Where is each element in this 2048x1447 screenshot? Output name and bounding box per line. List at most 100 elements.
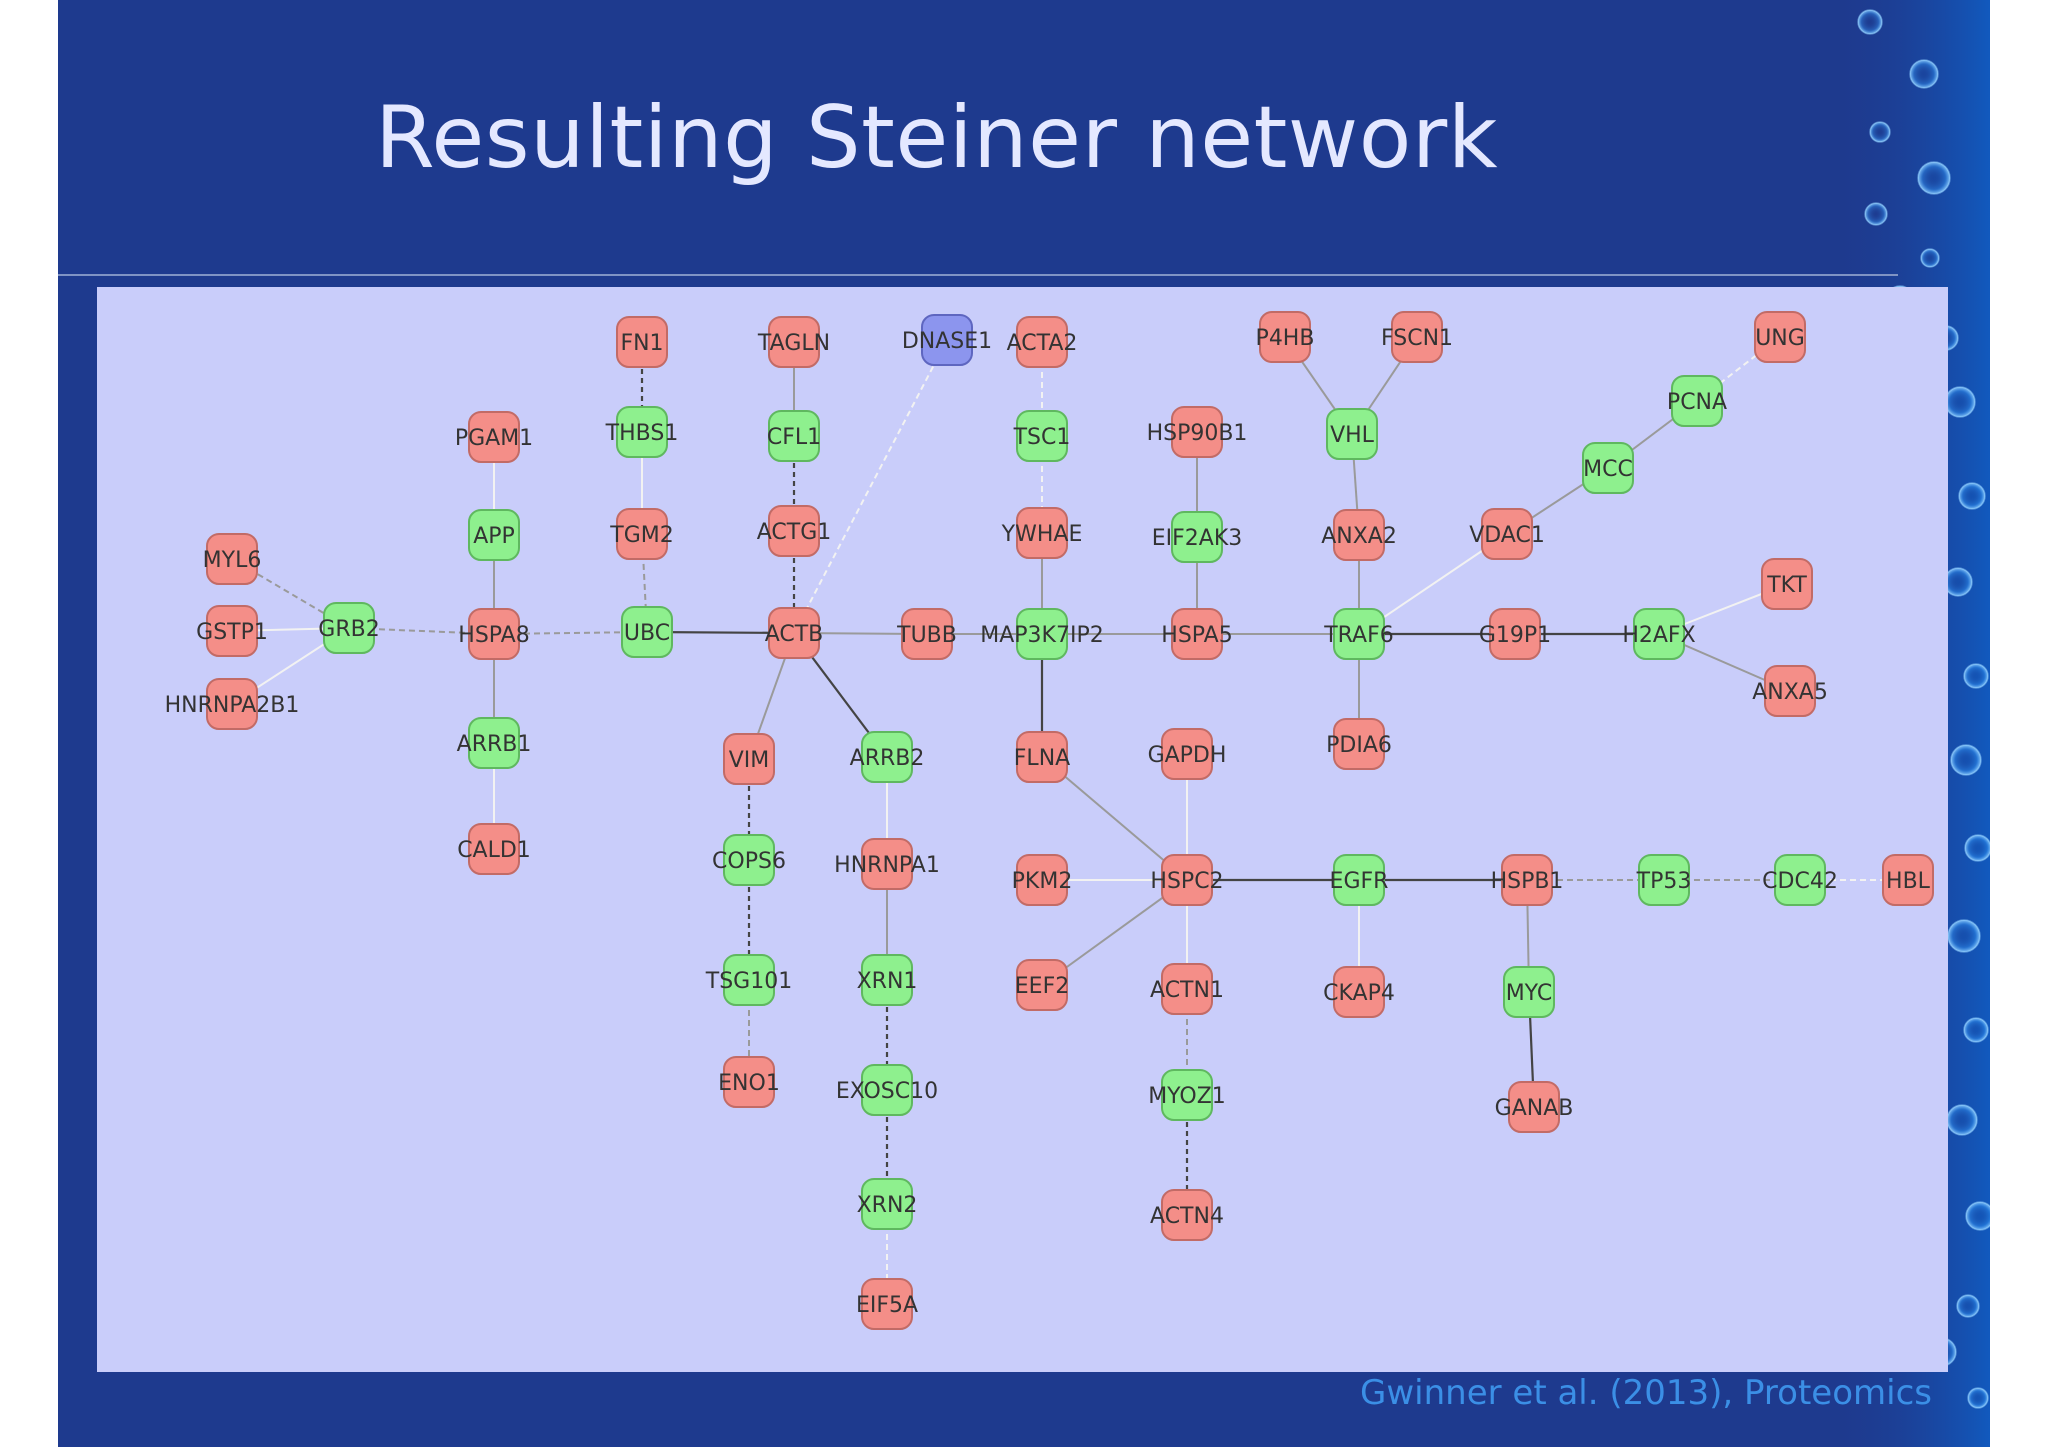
- node-box: [1391, 311, 1443, 363]
- node-box: [1016, 507, 1068, 559]
- node-label: HSPA5: [1161, 623, 1232, 648]
- node-gapdh[interactable]: GAPDH: [1148, 728, 1227, 780]
- bubble: [1963, 1017, 1989, 1043]
- node-label: G19P1: [1479, 623, 1551, 648]
- node-hspa5[interactable]: HSPA5: [1161, 608, 1233, 660]
- node-cfl1[interactable]: CFL1: [767, 410, 821, 462]
- node-hspb1[interactable]: HSPB1: [1491, 854, 1564, 906]
- node-fscn1[interactable]: FSCN1: [1381, 311, 1453, 363]
- node-box: [1754, 311, 1806, 363]
- node-traf6[interactable]: TRAF6: [1323, 608, 1394, 660]
- edge-ung-pcna: [1696, 336, 1781, 402]
- citation: Gwinner et al. (2013), Proteomics: [1360, 1373, 1932, 1413]
- node-label: TSG101: [705, 969, 792, 994]
- node-box: [723, 1056, 775, 1108]
- node-label: GAPDH: [1148, 743, 1227, 768]
- node-tkt[interactable]: TKT: [1761, 558, 1813, 610]
- node-eno1[interactable]: ENO1: [718, 1056, 780, 1108]
- node-pgam1[interactable]: PGAM1: [455, 411, 533, 463]
- node-box: [468, 717, 520, 769]
- edge-dnase1-actb: [793, 339, 948, 634]
- node-ywhae[interactable]: YWHAE: [1001, 507, 1083, 559]
- node-ckap4[interactable]: CKAP4: [1323, 966, 1395, 1018]
- node-hbl[interactable]: HBL: [1882, 854, 1934, 906]
- node-box: [768, 505, 820, 557]
- node-hsp90b1[interactable]: HSP90B1: [1147, 406, 1248, 458]
- node-actb[interactable]: ACTB: [765, 607, 824, 659]
- node-pcna[interactable]: PCNA: [1667, 375, 1727, 427]
- node-g19p1[interactable]: G19P1: [1479, 608, 1551, 660]
- node-ung[interactable]: UNG: [1754, 311, 1806, 363]
- node-cdc42[interactable]: CDC42: [1762, 854, 1838, 906]
- node-eef2[interactable]: EEF2: [1015, 959, 1069, 1011]
- node-cops6[interactable]: COPS6: [712, 834, 786, 886]
- node-box: [723, 954, 775, 1006]
- node-anxa2[interactable]: ANXA2: [1321, 509, 1397, 561]
- bubble: [1964, 834, 1990, 862]
- node-hnrnpa1[interactable]: HNRNPA1: [834, 838, 940, 890]
- node-fn1[interactable]: FN1: [616, 316, 668, 368]
- node-ganab[interactable]: GANAB: [1495, 1081, 1574, 1133]
- node-tsg101[interactable]: TSG101: [705, 954, 792, 1006]
- node-tgm2[interactable]: TGM2: [609, 508, 674, 560]
- node-thbs1[interactable]: THBS1: [605, 406, 679, 458]
- node-tagln[interactable]: TAGLN: [757, 316, 830, 368]
- node-box: [861, 731, 913, 783]
- node-box: [861, 1278, 913, 1330]
- node-map3k7ip2[interactable]: MAP3K7IP2: [980, 608, 1104, 660]
- node-exosc10[interactable]: EXOSC10: [836, 1064, 938, 1116]
- bubble: [1967, 1387, 1989, 1409]
- node-myl6[interactable]: MYL6: [203, 533, 262, 585]
- node-h2afx[interactable]: H2AFX: [1622, 608, 1696, 660]
- node-myc[interactable]: MYC: [1503, 966, 1555, 1018]
- node-arrb2[interactable]: ARRB2: [850, 731, 925, 783]
- node-label: VIM: [729, 748, 770, 773]
- node-box: [1489, 608, 1541, 660]
- node-box: [1501, 854, 1553, 906]
- node-p4hb[interactable]: P4HB: [1256, 311, 1315, 363]
- node-flna[interactable]: FLNA: [1014, 731, 1070, 783]
- node-hnrnpa2b1[interactable]: HNRNPA2B1: [165, 678, 300, 730]
- node-hspa8[interactable]: HSPA8: [458, 608, 530, 660]
- node-arrb1[interactable]: ARRB1: [457, 717, 532, 769]
- node-tsc1[interactable]: TSC1: [1013, 410, 1071, 462]
- node-eif5a[interactable]: EIF5A: [856, 1278, 918, 1330]
- node-hspc2[interactable]: HSPC2: [1150, 854, 1224, 906]
- node-pdia6[interactable]: PDIA6: [1326, 718, 1392, 770]
- node-egfr[interactable]: EGFR: [1330, 854, 1389, 906]
- node-xrn2[interactable]: XRN2: [857, 1178, 918, 1230]
- node-tp53[interactable]: TP53: [1636, 854, 1692, 906]
- node-eif2ak3[interactable]: EIF2AK3: [1152, 511, 1243, 563]
- node-label: PGAM1: [455, 426, 533, 451]
- node-acta2[interactable]: ACTA2: [1007, 316, 1078, 368]
- node-grb2[interactable]: GRB2: [318, 602, 380, 654]
- node-actn4[interactable]: ACTN4: [1150, 1189, 1224, 1241]
- node-label: ACTN1: [1150, 978, 1224, 1003]
- node-label: HSP90B1: [1147, 421, 1248, 446]
- node-anxa5[interactable]: ANXA5: [1752, 665, 1828, 717]
- node-mcc[interactable]: MCC: [1582, 442, 1634, 494]
- node-pkm2[interactable]: PKM2: [1012, 854, 1073, 906]
- node-actn1[interactable]: ACTN1: [1150, 963, 1224, 1015]
- node-label: MYOZ1: [1148, 1084, 1226, 1109]
- node-label: VDAC1: [1469, 523, 1545, 548]
- node-myoz1[interactable]: MYOZ1: [1148, 1069, 1226, 1121]
- node-vdac1[interactable]: VDAC1: [1469, 508, 1545, 560]
- node-dnase1[interactable]: DNASE1: [902, 314, 992, 366]
- node-vim[interactable]: VIM: [723, 733, 775, 785]
- node-app[interactable]: APP: [468, 509, 520, 561]
- node-label: XRN2: [857, 1193, 918, 1218]
- node-tubb[interactable]: TUBB: [896, 608, 957, 660]
- node-label: HBL: [1886, 869, 1931, 894]
- node-vhl[interactable]: VHL: [1326, 408, 1378, 460]
- node-label: VHL: [1330, 423, 1375, 448]
- node-xrn1[interactable]: XRN1: [857, 954, 918, 1006]
- node-actg1[interactable]: ACTG1: [757, 505, 832, 557]
- node-box: [1633, 608, 1685, 660]
- node-gstp1[interactable]: GSTP1: [196, 605, 268, 657]
- node-ubc[interactable]: UBC: [621, 606, 673, 658]
- node-cald1[interactable]: CALD1: [457, 823, 531, 875]
- node-label: FSCN1: [1381, 326, 1453, 351]
